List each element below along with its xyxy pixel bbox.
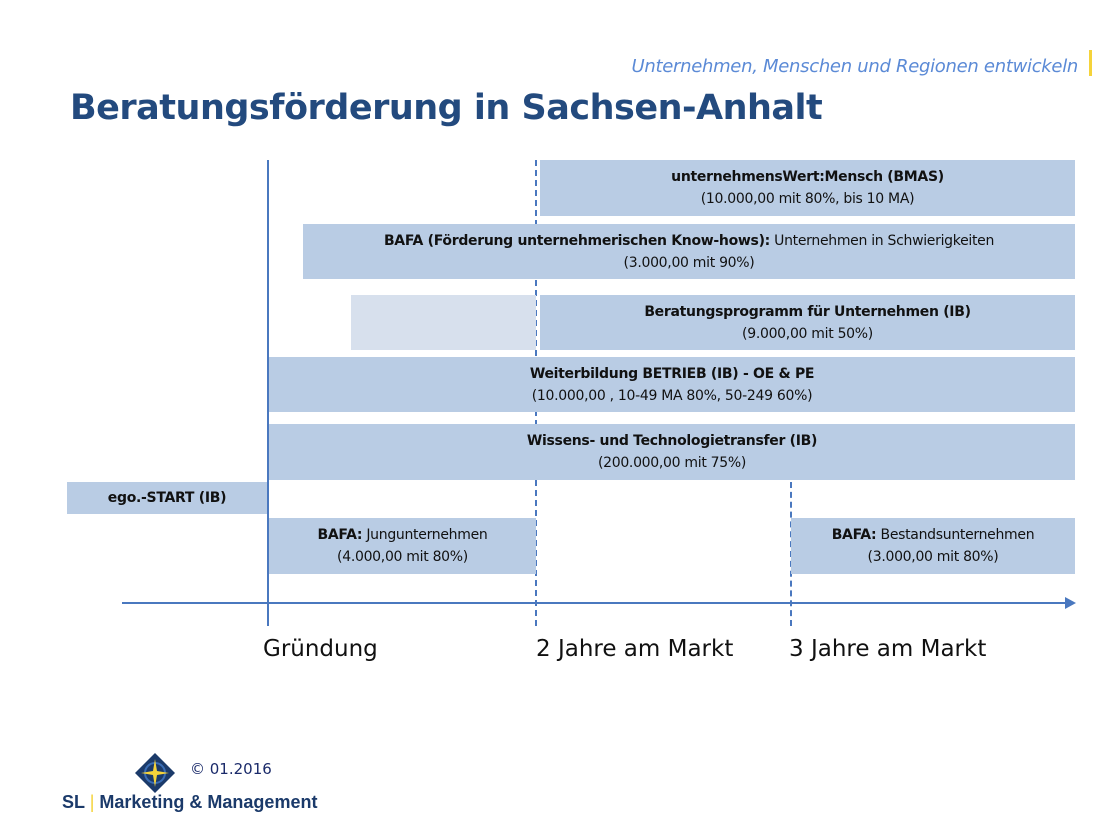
bar-title: BAFA: <box>317 527 363 543</box>
bar-ego-start: ego.-START (IB) <box>67 482 267 514</box>
page-title: Beratungsförderung in Sachsen-Anhalt <box>70 88 823 128</box>
bar-title: Beratungsprogramm für Unternehmen (IB) <box>644 303 971 320</box>
bar-subtitle: Jungunternehmen <box>362 527 488 543</box>
axis-label-2-jahre: 2 Jahre am Markt <box>536 636 734 662</box>
copyright: © 01.2016 <box>190 760 272 778</box>
bar-wissenstransfer: Wissens- und Technologietransfer (IB) (2… <box>269 424 1075 480</box>
brand-text: Marketing & Management <box>99 792 318 812</box>
bar-detail: (200.000,00 mit 75%) <box>597 455 747 471</box>
bar-title: ego.-START (IB) <box>107 490 227 506</box>
time-axis <box>122 602 1067 604</box>
bar-bafa-schwierigkeiten: BAFA (Förderung unternehmerischen Know-h… <box>303 224 1075 279</box>
bar-bafa-bestandsunternehmen: BAFA: Bestandsunternehmen (3.000,00 mit … <box>791 518 1075 574</box>
bar-subtitle: Bestandsunternehmen <box>876 527 1035 543</box>
tagline: Unternehmen, Menschen und Regionen entwi… <box>631 56 1078 77</box>
bar-title: Weiterbildung BETRIEB (IB) - OE & PE <box>529 365 815 382</box>
brand-initials: SL <box>62 792 85 812</box>
bar-title: unternehmensWert:Mensch (BMAS) <box>671 169 944 185</box>
bar-title: Wissens- und Technologietransfer (IB) <box>526 433 818 449</box>
bar-detail: (3.000,00 mit 90%) <box>623 254 755 271</box>
tagline-accent-bar <box>1089 50 1092 76</box>
axis-label-gruendung: Gründung <box>263 636 378 662</box>
compass-logo-icon <box>135 753 175 793</box>
bar-detail: (3.000,00 mit 80%) <box>867 549 999 565</box>
bar-detail: (10.000,00 mit 80%, bis 10 MA) <box>700 191 915 207</box>
founding-line <box>267 160 269 626</box>
axis-arrow-icon <box>1065 597 1076 609</box>
bar-subtitle: Unternehmen in Schwierigkeiten <box>769 232 995 249</box>
bar-weiterbildung: Weiterbildung BETRIEB (IB) - OE & PE (10… <box>269 357 1075 412</box>
axis-label-3-jahre: 3 Jahre am Markt <box>789 636 987 662</box>
bar-bafa-jungunternehmen: BAFA: Jungunternehmen (4.000,00 mit 80%) <box>269 518 536 574</box>
bar-unternehmenswert-mensch: unternehmensWert:Mensch (BMAS) (10.000,0… <box>540 160 1075 216</box>
brand-name: SL | Marketing & Management <box>62 792 317 813</box>
bar-detail: (10.000,00 , 10-49 MA 80%, 50-249 60%) <box>531 387 813 404</box>
bar-beratungsprogramm: Beratungsprogramm für Unternehmen (IB) (… <box>540 295 1075 350</box>
bar-detail: (4.000,00 mit 80%) <box>337 549 468 565</box>
brand-separator: | <box>89 792 95 812</box>
bar-detail: (9.000,00 mit 50%) <box>742 325 873 342</box>
bar-title: BAFA (Förderung unternehmerischen Know-h… <box>383 232 770 249</box>
bar-beratungsprogramm-extension <box>351 295 536 350</box>
bar-title: BAFA: <box>831 527 877 543</box>
